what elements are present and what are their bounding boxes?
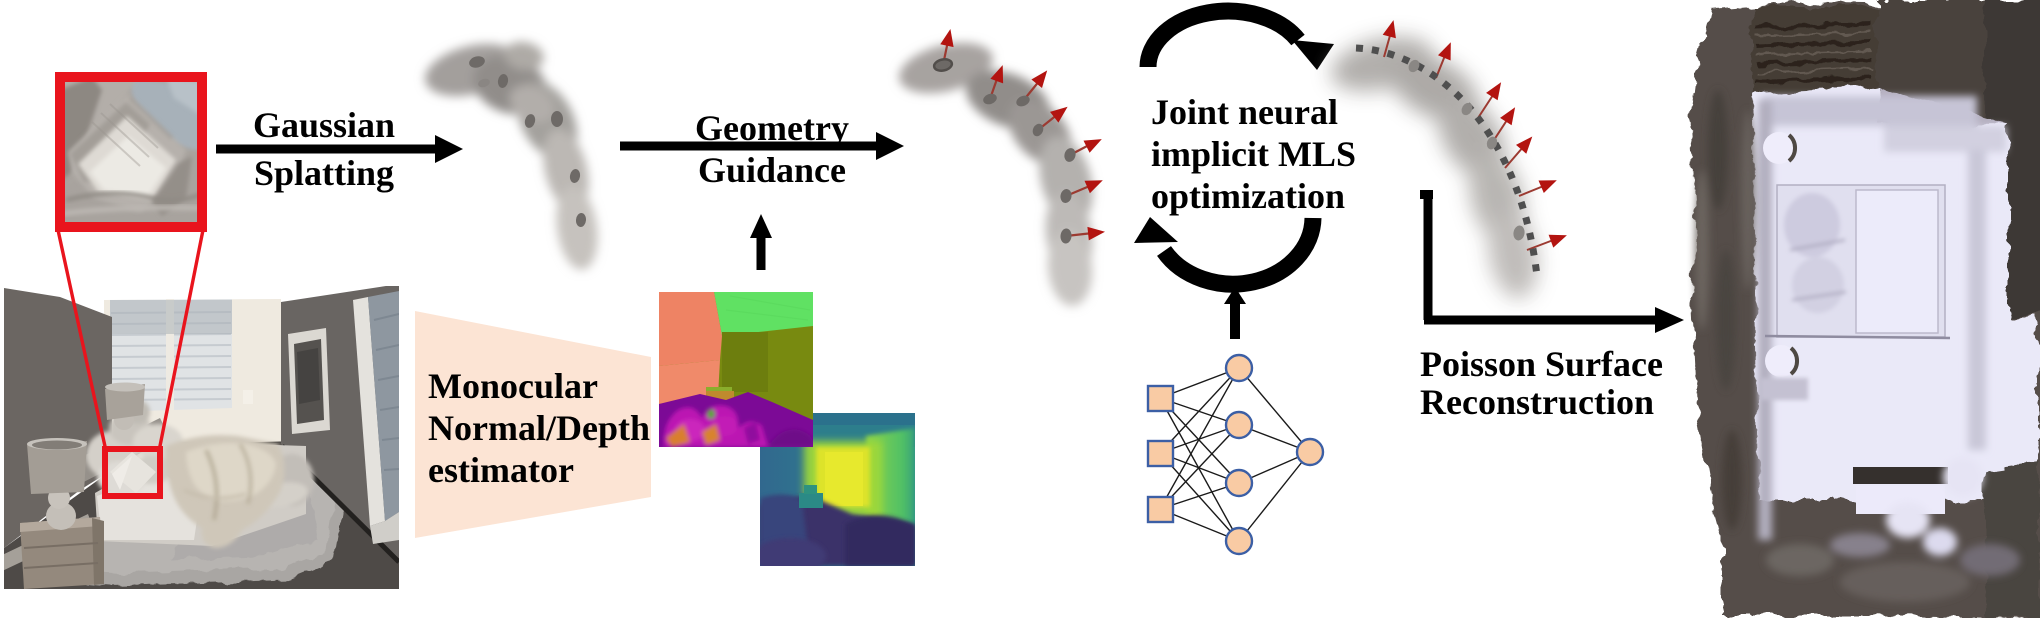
svg-text:Geometry: Geometry (695, 108, 849, 148)
svg-text:Joint neural: Joint neural (1151, 92, 1338, 132)
svg-text:implicit MLS: implicit MLS (1151, 134, 1356, 174)
svg-text:Reconstruction: Reconstruction (1420, 382, 1654, 422)
svg-text:estimator: estimator (428, 450, 574, 490)
svg-text:Normal/Depth: Normal/Depth (428, 408, 650, 448)
svg-text:Monocular: Monocular (428, 366, 598, 406)
svg-text:optimization: optimization (1151, 176, 1345, 216)
svg-text:Gaussian: Gaussian (253, 105, 395, 145)
svg-text:Splatting: Splatting (254, 153, 394, 193)
svg-text:Poisson Surface: Poisson Surface (1420, 344, 1663, 384)
svg-text:Guidance: Guidance (698, 150, 846, 190)
